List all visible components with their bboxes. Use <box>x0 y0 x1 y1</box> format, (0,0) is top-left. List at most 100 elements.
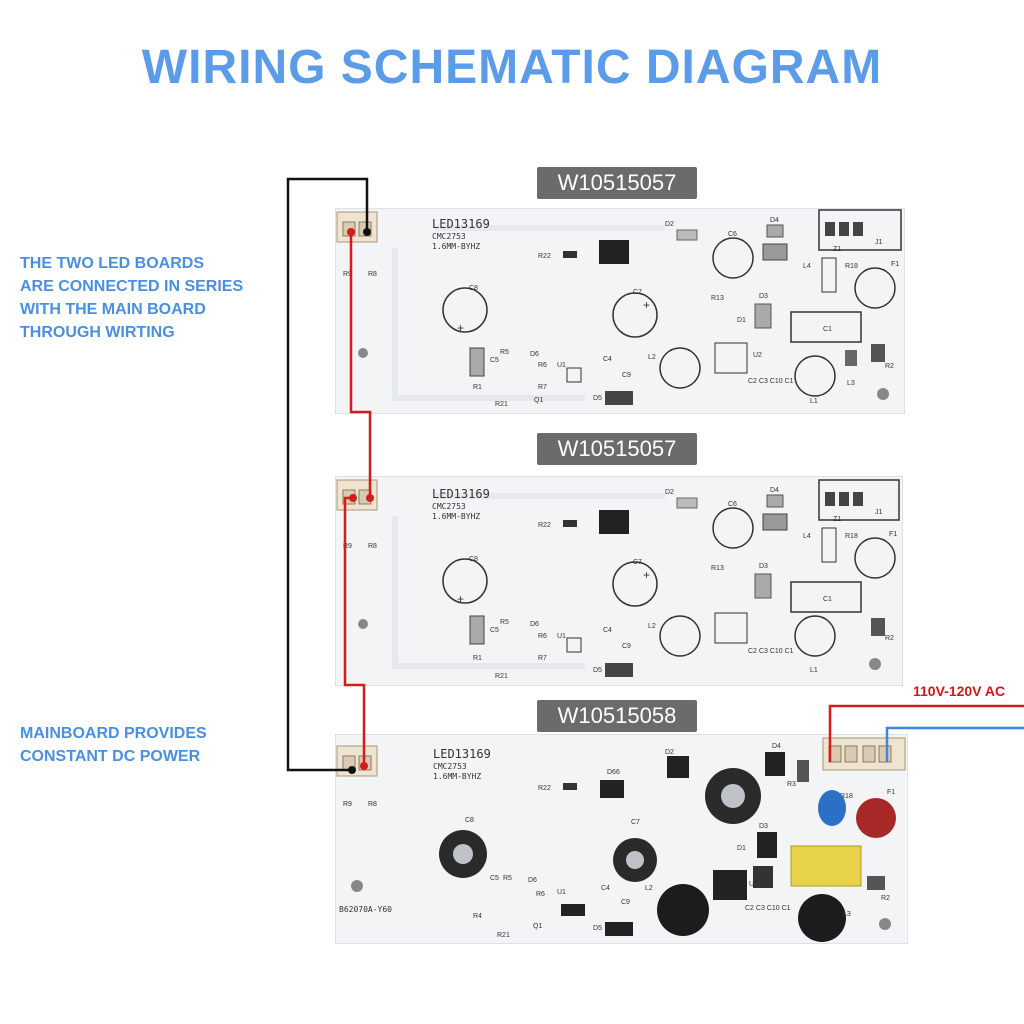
silk-z1: Z1 <box>833 516 841 523</box>
silk-r21: R21 <box>495 401 508 408</box>
silk-d1: D1 <box>737 317 746 324</box>
silk-d4: D4 <box>770 487 779 494</box>
silk-r22: R22 <box>538 253 551 260</box>
regulator-u2 <box>713 870 747 900</box>
wire-connector <box>336 479 378 511</box>
silk-c8: C8 <box>465 817 474 824</box>
silk-d4: D4 <box>770 217 779 224</box>
silk-d4: D4 <box>772 743 781 750</box>
electrolytic-capacitor <box>613 838 657 882</box>
silk-c9: C9 <box>621 899 630 906</box>
silk-r18: R18 <box>845 263 858 270</box>
silk-c2-group: C2 C3 C10 C1 <box>745 905 791 912</box>
silk-q1: Q1 <box>533 923 542 930</box>
silk-c6: C6 <box>728 501 737 508</box>
inductor-footprint <box>659 347 701 389</box>
silk-r5: R5 <box>500 619 509 626</box>
led-board-1: R9 R8 LED13169 CMC2753 1.6MM-BYHZ R22 D2… <box>335 208 905 414</box>
led-chip <box>599 240 629 264</box>
wire-connector <box>336 211 378 243</box>
silk-c7: C7 <box>633 289 642 296</box>
silk-l1: L1 <box>810 398 818 405</box>
silk-r9: R9 <box>343 543 352 550</box>
silk-d6: D6 <box>528 877 537 884</box>
silk-r22: R22 <box>538 785 551 792</box>
silk-d2: D2 <box>665 221 674 228</box>
silk-l4: L4 <box>803 533 811 540</box>
silk-c9: C9 <box>622 372 631 379</box>
silk-board-code: CMC2753 <box>433 762 467 771</box>
silk-d2: D2 <box>665 749 674 756</box>
film-capacitor <box>790 845 862 887</box>
silk-r21: R21 <box>495 673 508 680</box>
svg-text:+: + <box>643 298 650 312</box>
silk-c7: C7 <box>631 819 640 826</box>
silk-board-spec: 1.6MM-BYHZ <box>432 512 480 521</box>
silk-c8: C8 <box>469 556 478 563</box>
page-title: WIRING SCHEMATIC DIAGRAM <box>141 41 883 94</box>
capacitor-footprint <box>712 237 754 279</box>
silk-r2: R2 <box>881 895 890 902</box>
silk-l3: L3 <box>843 911 851 918</box>
ac-input-label: 110V-120V AC <box>913 683 1006 699</box>
silk-r6: R6 <box>538 362 547 369</box>
silk-l2: L2 <box>648 623 656 630</box>
silk-r7: R7 <box>538 384 547 391</box>
silk-d5: D5 <box>593 395 602 402</box>
silk-d5: D5 <box>593 667 602 674</box>
silk-d3: D3 <box>759 823 768 830</box>
silk-c1: C1 <box>823 326 832 333</box>
silk-l4: L4 <box>803 263 811 270</box>
board-2-part-number: W10515057 <box>537 433 697 465</box>
silk-board-code: CMC2753 <box>432 502 466 511</box>
silk-r2: R2 <box>885 635 894 642</box>
silk-q1: Q1 <box>534 397 543 404</box>
silk-r8: R8 <box>368 543 377 550</box>
capacitor-footprint <box>612 292 658 338</box>
silk-r9: R9 <box>343 271 352 278</box>
mainboard-power-note: MAINBOARD PROVIDES CONSTANT DC POWER <box>20 725 207 765</box>
silk-d3: D3 <box>759 293 768 300</box>
silk-r8: R8 <box>368 801 377 808</box>
silk-r1: R1 <box>473 384 482 391</box>
silk-r13: R13 <box>711 565 724 572</box>
silk-c4: C4 <box>603 627 612 634</box>
silk-c4: C4 <box>603 356 612 363</box>
silk-d66: D66 <box>607 769 620 776</box>
silk-r3: R3 <box>787 781 796 788</box>
silk-r5: R5 <box>503 875 512 882</box>
silk-u2: U2 <box>749 881 758 888</box>
led-board-2: R9 R8 LED13169 CMC2753 1.6MM-BYHZ R22 D2… <box>335 476 903 686</box>
silk-f1: F1 <box>889 531 897 538</box>
silk-c9: C9 <box>622 643 631 650</box>
silk-r1: R1 <box>473 655 482 662</box>
electrolytic-capacitor <box>705 768 761 824</box>
silk-z1: Z1 <box>833 246 841 253</box>
film-capacitor-footprint <box>790 311 862 343</box>
silk-j1: J1 <box>875 239 883 246</box>
silk-c1: C1 <box>823 596 832 603</box>
board-3-part-number: W10515058 <box>537 700 697 732</box>
silk-r18: R18 <box>845 533 858 540</box>
silk-r6: R6 <box>536 891 545 898</box>
silk-c2-group: C2 C3 C10 C1 <box>748 378 794 385</box>
silk-d5: D5 <box>593 925 602 932</box>
silk-r21: R21 <box>497 932 510 939</box>
silk-r13: R13 <box>711 295 724 302</box>
silk-r18: R18 <box>840 793 853 800</box>
silk-d6: D6 <box>530 621 539 628</box>
x-capacitor <box>818 790 846 826</box>
silk-l3: L3 <box>847 380 855 387</box>
silk-board-spec: 1.6MM-BYHZ <box>432 242 480 251</box>
svg-text:+: + <box>457 321 464 335</box>
silk-l1: L1 <box>810 667 818 674</box>
silk-c5: C5 <box>490 357 499 364</box>
silk-c5: C5 <box>490 875 499 882</box>
silk-board-title: LED13169 <box>433 747 491 761</box>
series-connection-note: THE TWO LED BOARDS ARE CONNECTED IN SERI… <box>20 255 244 341</box>
silk-r9: R9 <box>343 801 352 808</box>
silk-u1: U1 <box>557 633 566 640</box>
smd-resistor <box>563 251 577 258</box>
ac-input-connector <box>822 737 906 771</box>
silk-board-code: CMC2753 <box>432 232 466 241</box>
